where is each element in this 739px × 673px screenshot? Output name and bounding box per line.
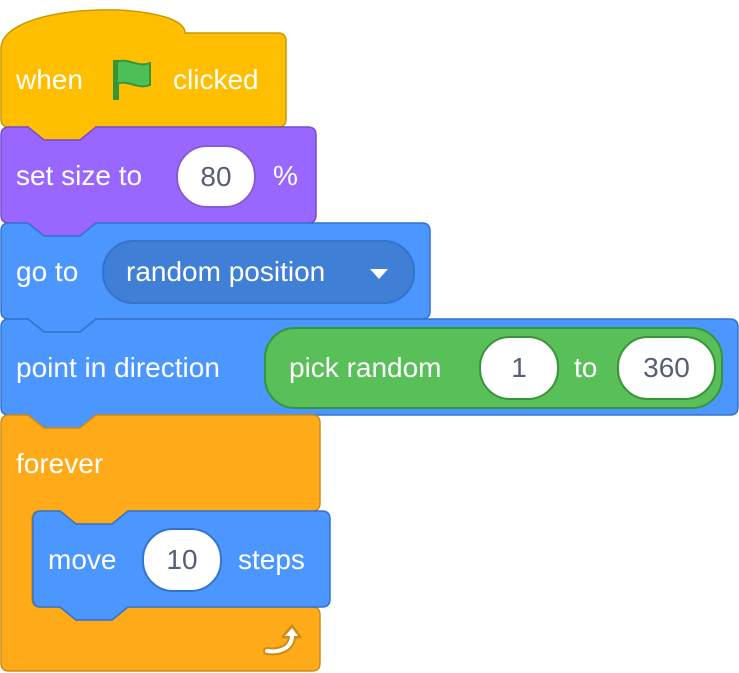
- random-from-input[interactable]: 1: [479, 336, 559, 400]
- point-in-direction-label: point in direction: [16, 352, 220, 383]
- forever-label: forever: [16, 448, 104, 479]
- loop-arrow-icon: [263, 624, 302, 656]
- clicked-label: clicked: [173, 64, 259, 95]
- green-flag-icon: [113, 59, 151, 100]
- go-to-target-dropdown[interactable]: random position: [102, 240, 415, 304]
- set-size-label: set size to: [16, 160, 143, 191]
- go-to-target-value: random position: [126, 256, 326, 287]
- steps-value-input[interactable]: 10: [142, 528, 222, 592]
- move-label: move: [48, 544, 117, 575]
- percent-label: %: [273, 160, 298, 191]
- steps-label: steps: [238, 544, 305, 575]
- pick-random-label: pick random: [289, 352, 442, 383]
- random-to-input[interactable]: 360: [617, 336, 716, 400]
- size-value-input[interactable]: 80: [176, 145, 256, 208]
- go-to-label: go to: [16, 256, 79, 287]
- random-to-label: to: [574, 352, 598, 383]
- when-label: when: [16, 64, 83, 95]
- dropdown-arrow-icon: [370, 269, 388, 279]
